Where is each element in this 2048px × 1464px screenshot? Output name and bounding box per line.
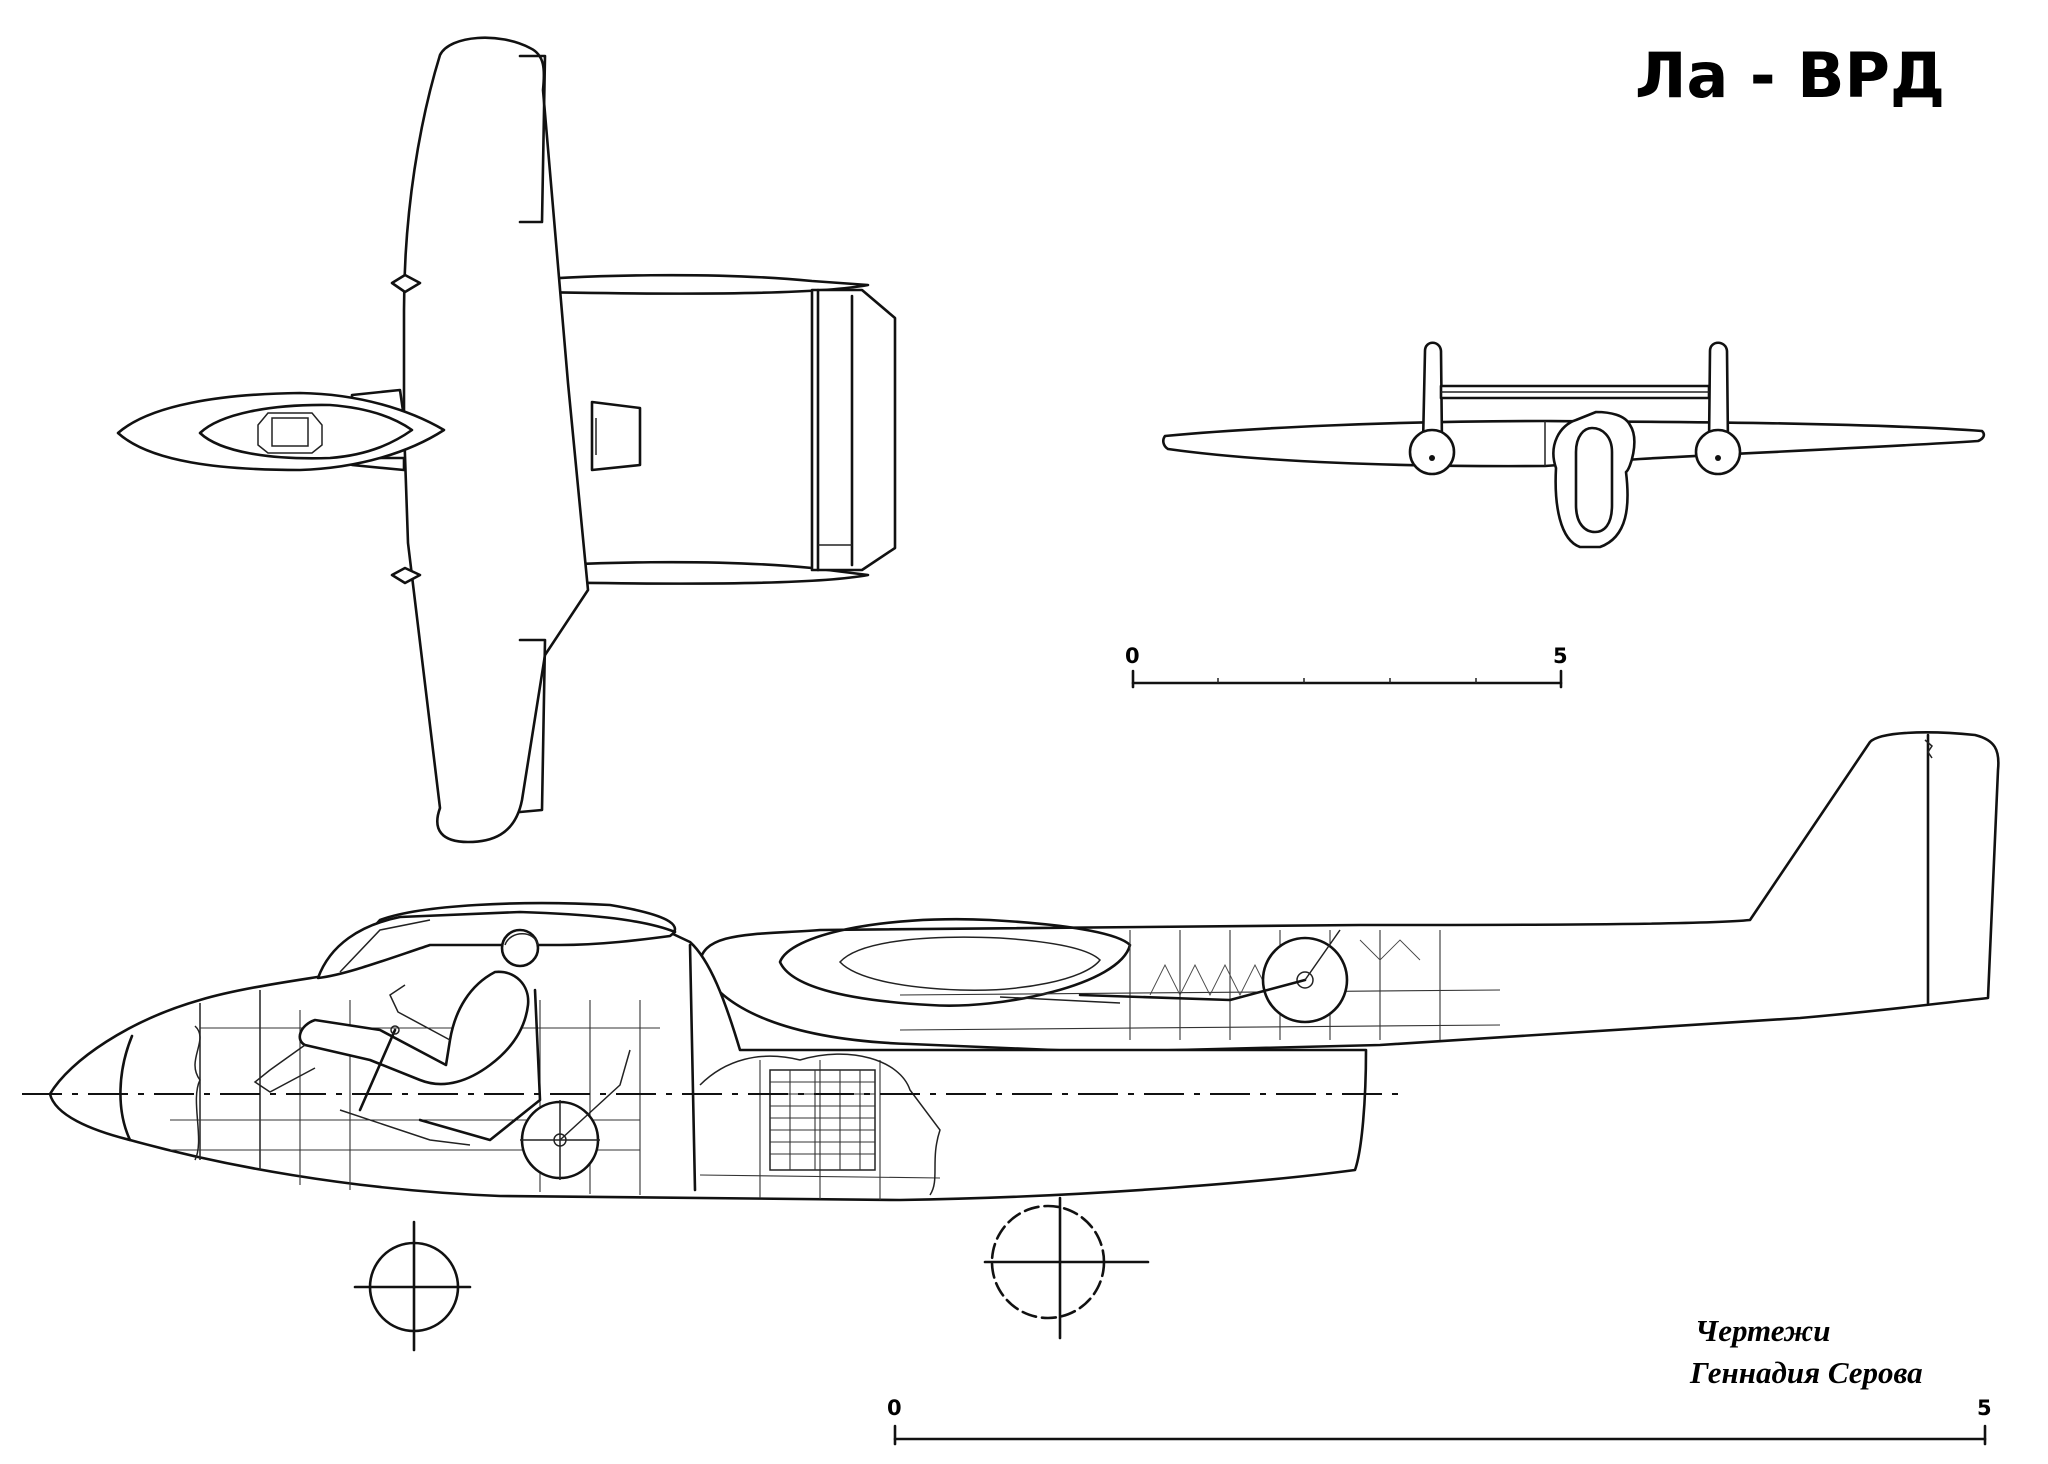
scale-bottom-start: 0 [887,1396,902,1420]
canopy-top-view [257,412,323,454]
landing-gear-indicators [353,1196,1150,1352]
tail-boom-side-view [698,731,2000,1054]
equipment-block [769,1069,876,1171]
scale-top-end: 5 [1553,644,1568,668]
scale-bar-bottom: 0 5 [887,1396,1992,1446]
control-stick [358,1028,397,1112]
canopy-side-view [316,910,677,980]
scale-bottom-end: 5 [1977,1396,1992,1420]
credit-line-2: Геннадия Серова [1689,1355,1923,1390]
top-view [116,36,897,844]
cockpit-nacelle-top-view [116,391,446,472]
credit-line-1: Чертежи [1695,1313,1831,1348]
fin-left-front-view [1421,341,1444,446]
scale-top-start: 0 [1125,644,1140,668]
pilot-figure [253,928,542,1142]
horizontal-stabilizer [810,288,897,572]
cutaway-edge [194,1025,201,1161]
front-view [1162,341,1986,549]
fin-right-front-view [1707,341,1730,446]
scale-bar-top: 0 5 [1125,644,1568,689]
aileron-lower [518,638,547,814]
drawing-title: Ла - ВРД [1635,39,1945,112]
aileron-upper [518,54,547,224]
wing-top-view [402,36,590,844]
nacelle-front-view [1552,410,1636,549]
boom-right-front-view [1694,428,1742,476]
side-view [22,731,2000,1202]
boom-left-front-view [1408,428,1456,476]
fuselage-side-view [48,901,1368,1202]
nose-cone [119,1034,134,1142]
